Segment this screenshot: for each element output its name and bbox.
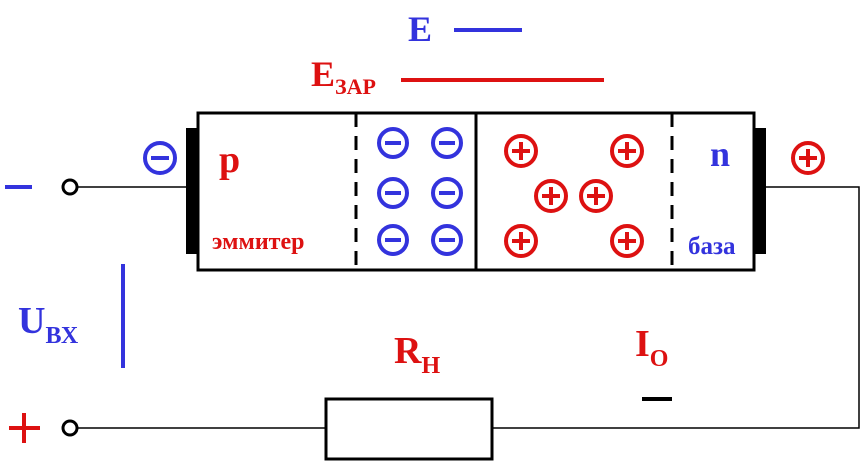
left-metal-contact — [186, 128, 198, 254]
positive-ion — [504, 134, 538, 168]
negative-ion — [431, 224, 463, 256]
resistor-label: RН — [394, 330, 440, 379]
resistor-main: R — [394, 330, 422, 372]
e-field-label: E — [408, 9, 432, 49]
positive-ion — [610, 224, 644, 258]
e-barrier-label-sub: ЗАР — [335, 74, 376, 99]
current-label: IO — [635, 323, 668, 372]
resistor-sub: Н — [421, 353, 440, 379]
negative-ion — [431, 127, 463, 159]
top-terminal — [61, 178, 79, 196]
plus-sign — [9, 413, 40, 443]
current-main: I — [635, 323, 650, 365]
e-barrier-label: EЗАР — [311, 54, 376, 99]
u-in-main: U — [18, 300, 45, 342]
right-metal-contact — [754, 128, 766, 254]
p-region-label: p — [219, 139, 240, 181]
current-sub: O — [650, 346, 669, 372]
u-in-label: UВХ — [18, 300, 79, 349]
positive-ion — [579, 179, 613, 213]
left-contact-negative-charge — [143, 141, 177, 175]
u-in-sub: ВХ — [45, 323, 78, 349]
positive-ion — [610, 134, 644, 168]
negative-ion — [377, 177, 409, 209]
negative-ion — [431, 177, 463, 209]
bottom-terminal — [61, 419, 79, 437]
wire-right-loop — [492, 186, 860, 429]
emitter-caption: эммитер — [212, 229, 304, 255]
negative-ion — [377, 127, 409, 159]
positive-ion — [534, 179, 568, 213]
n-region-label: n — [710, 134, 730, 174]
base-caption: база — [688, 233, 736, 260]
right-contact-positive-charge — [791, 141, 825, 175]
e-barrier-label-main: E — [311, 54, 335, 94]
positive-ion — [504, 224, 538, 258]
load-resistor — [324, 397, 494, 461]
negative-ion — [377, 224, 409, 256]
